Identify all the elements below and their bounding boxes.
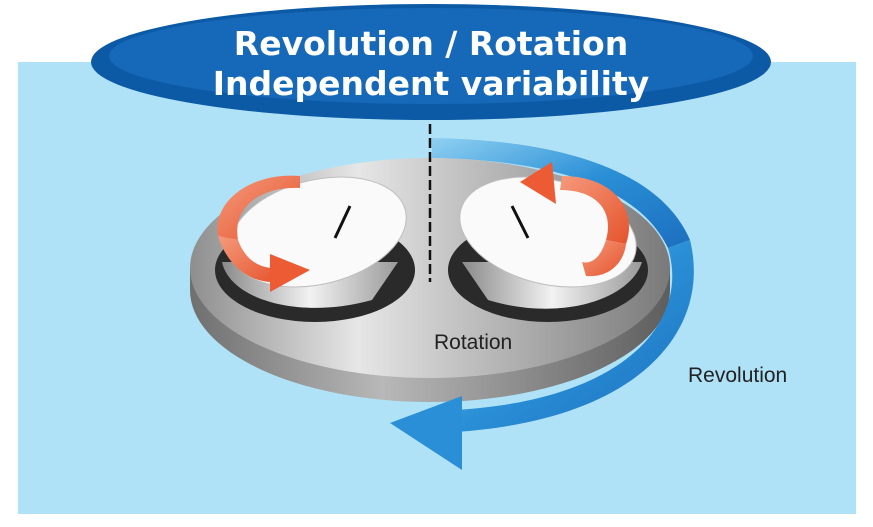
- rotation-arrow-left-tail: [218, 236, 282, 283]
- rotation-arrow-right: [560, 176, 630, 244]
- title-line-1: Revolution / Rotation: [234, 24, 628, 63]
- rotation-arrow-right-head: [520, 162, 556, 204]
- revolution-arrow-back: [432, 138, 690, 248]
- revolution-arrow-head: [390, 396, 462, 470]
- title-ellipse-highlight: [109, 8, 753, 104]
- rotation-arrow-left: [217, 175, 300, 240]
- revolution-arrow-front: [455, 240, 694, 432]
- right-disc: [459, 176, 637, 288]
- rotation-label: Rotation: [434, 331, 512, 354]
- title-line-2: Independent variability: [213, 64, 650, 103]
- left-disc-marker: [333, 205, 352, 239]
- rotation-arrow-right-tail: [582, 240, 626, 277]
- right-disc-marker: [510, 205, 530, 239]
- rotation-arrow-left-head: [270, 254, 310, 292]
- revolution-label: Revolution: [688, 364, 787, 387]
